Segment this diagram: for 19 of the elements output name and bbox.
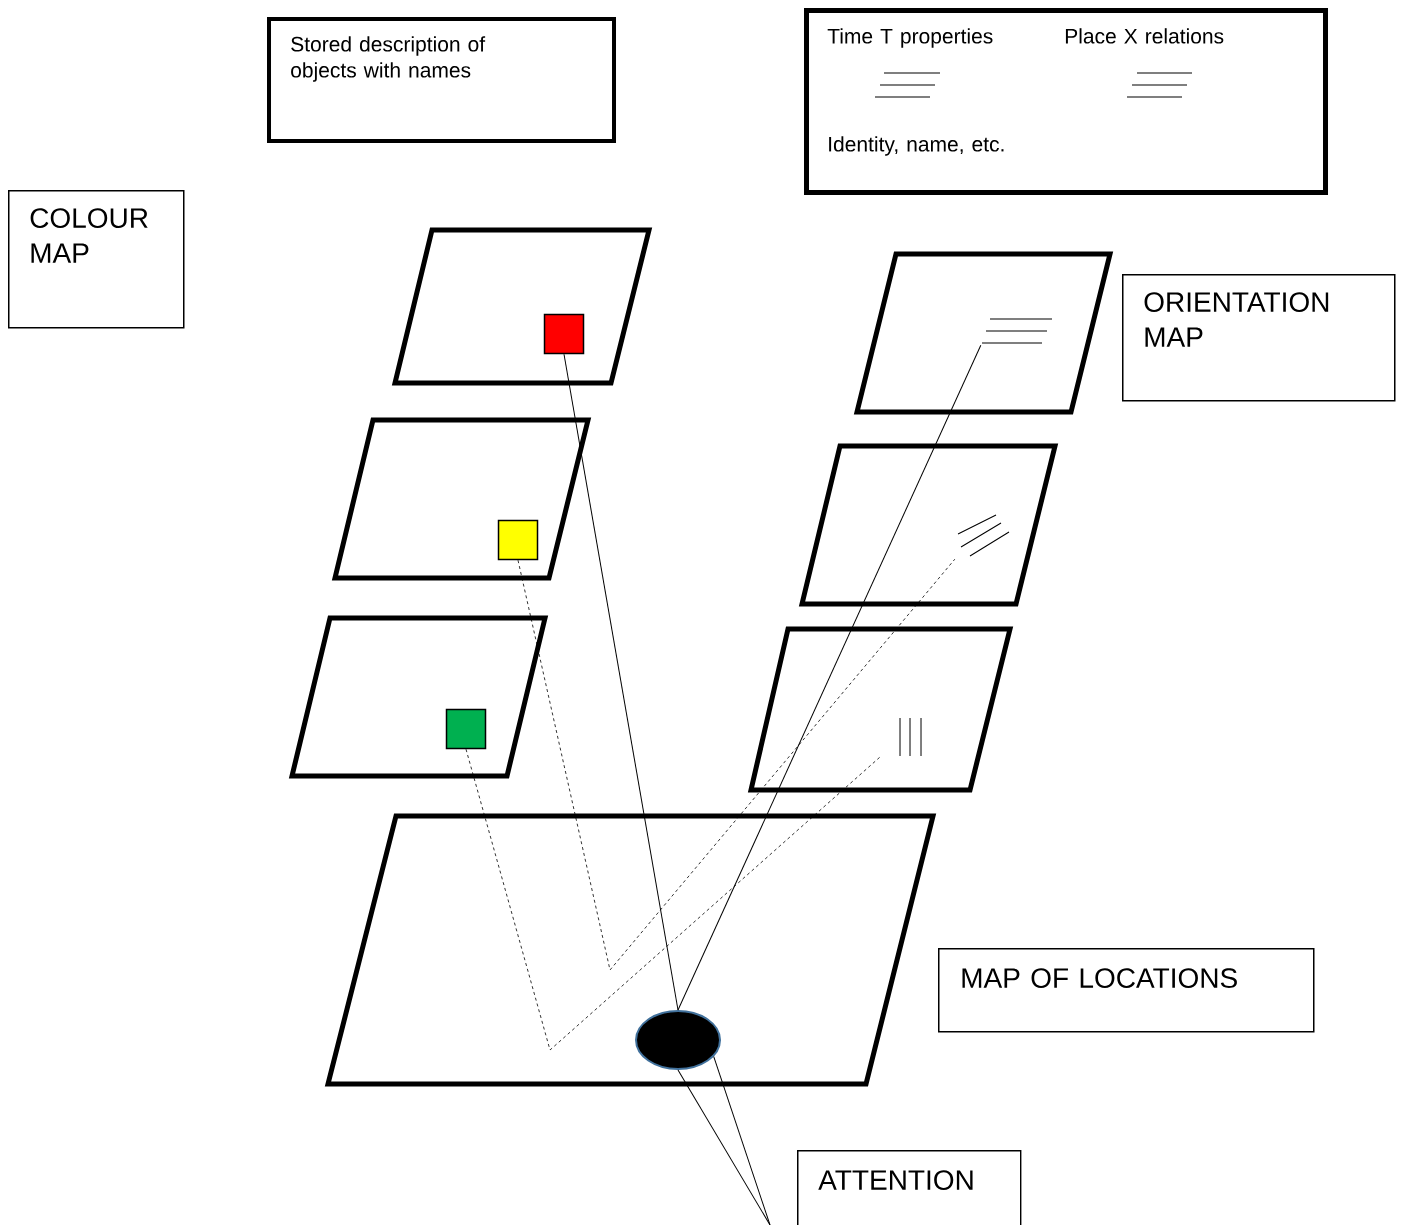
- colour-square: [445, 708, 487, 750]
- text-box: MAP OF LOCATIONS: [938, 948, 1315, 1033]
- colour-square: [543, 313, 585, 355]
- orientation-lines-icon: [899, 717, 922, 757]
- orientation-lines-icon: [957, 514, 1010, 557]
- connector-line: [713, 1056, 771, 1225]
- connector-line: [517, 558, 956, 971]
- colour-square: [497, 519, 539, 561]
- orientation-lines-icon: [981, 318, 1053, 344]
- text-box: COLOUR MAP: [8, 190, 185, 329]
- text-box: ORIENTATION MAP: [1122, 274, 1396, 402]
- text-box: Time T properties Place X relations Identity, name, etc.: [804, 8, 1328, 195]
- connector-line: [465, 748, 881, 1051]
- connector-line: [677, 344, 982, 1011]
- text-box: ATTENTION: [797, 1150, 1022, 1225]
- attention-spot: [635, 1010, 721, 1070]
- connector-line: [677, 1069, 771, 1225]
- text-box: Stored description of objects with names: [267, 17, 616, 143]
- connector-line: [563, 353, 679, 1011]
